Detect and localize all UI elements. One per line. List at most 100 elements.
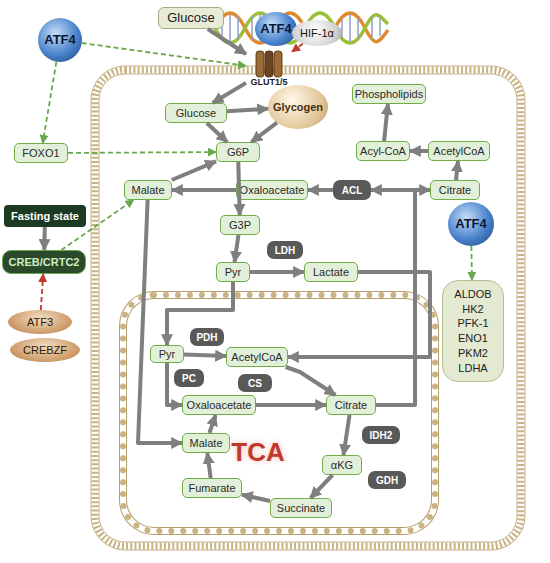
node-label: Phospholipids [355, 88, 424, 100]
regulator-oval: HIF-1α [292, 20, 342, 46]
flux-arrow [286, 367, 336, 395]
regulation-arrow [41, 274, 43, 310]
flux-arrow [288, 272, 430, 357]
dna-helix [215, 13, 388, 43]
regulator-box: FOXO1 [14, 143, 68, 163]
regulator-circle: ATF4 [38, 18, 82, 62]
node-label: CREB/CRTC2 [9, 256, 80, 268]
flux-arrow [311, 475, 333, 498]
node-label: Malate [131, 184, 164, 196]
flux-arrow [207, 453, 210, 478]
metabolite-box: Glucose [158, 7, 224, 29]
dna-rungs [222, 14, 380, 42]
node-label: FOXO1 [22, 147, 59, 159]
node-label: ATF4 [44, 33, 76, 47]
enzyme-box: PDH [190, 328, 224, 346]
metabolite-box: AcetylCoA [428, 141, 490, 161]
flux-arrow [42, 227, 47, 250]
node-label: G3P [229, 219, 251, 231]
node-label: PC [182, 373, 196, 384]
node-label: Citrate [439, 184, 471, 196]
node-label: CREBZF [23, 344, 67, 356]
flux-arrow [209, 415, 215, 433]
flux-arrow [308, 188, 333, 192]
metabolite-box: Fumarate [182, 478, 242, 498]
regulator-oval: CREBZF [10, 338, 80, 362]
node-label: Pyr [159, 348, 176, 360]
metabolite-box: Glucose [165, 103, 227, 123]
flux-arrow [256, 403, 326, 407]
dna-strand [215, 13, 388, 43]
node-label: Citrate [335, 399, 367, 411]
transporter-subunit [274, 51, 282, 77]
flux-arrow [242, 495, 270, 501]
metabolite-box: Malate [124, 180, 172, 200]
flux-arrow [138, 200, 182, 443]
flux-arrow [410, 149, 428, 153]
flux-arrow [213, 83, 246, 103]
node-label: CS [248, 378, 262, 389]
metabolite-box: AcetylCoA [226, 347, 288, 367]
node-label: Fasting state [11, 210, 79, 222]
metabolite-box: Lactate [304, 262, 358, 282]
node-label: Glycogen [273, 101, 323, 113]
flux-arrow [344, 415, 350, 455]
node-label: G6P [227, 146, 249, 158]
metabolite-box: G3P [220, 215, 260, 235]
node-label: αKG [331, 459, 353, 471]
cell-membrane-outer-line [91, 66, 525, 550]
regulator-box: CREB/CRTC2 [2, 250, 86, 274]
node-label: AcetylCoA [231, 351, 282, 363]
metabolite-box: G6P [216, 142, 260, 162]
node-label: LDHA [458, 362, 487, 374]
flux-arrow [184, 355, 226, 356]
flux-arrow [251, 123, 277, 142]
enzyme-box: PC [174, 369, 204, 387]
node-label: AcetylCoA [433, 145, 484, 157]
transporter-symbol [246, 50, 292, 78]
flux-arrow [371, 188, 430, 192]
flux-arrow [172, 161, 216, 180]
node-label: PFK-1 [457, 317, 488, 329]
node-label: Pyr [225, 266, 242, 278]
metabolite-box: Citrate [326, 395, 376, 415]
node-label: Glucose [167, 11, 215, 25]
section-title: TCA [218, 438, 298, 467]
metabolite-box: Oxaloacetate [182, 395, 256, 415]
enzyme-box: CS [238, 374, 272, 392]
activation-arrow [82, 43, 246, 66]
enzyme-box: ACL [333, 180, 371, 200]
cell-membrane [95, 70, 521, 546]
gene-list-box: ALDOBHK2PFK-1ENO1PKM2LDHA [442, 280, 504, 382]
metabolite-box: Citrate [430, 180, 480, 200]
metabolite-box: Malate [182, 433, 230, 453]
flux-arrow [250, 270, 304, 274]
activation-arrow [470, 246, 472, 280]
metabolite-box: αKG [322, 455, 362, 475]
transporter-subunit [265, 51, 273, 77]
enzyme-box: LDH [267, 241, 303, 259]
flux-arrow [384, 104, 388, 141]
enzyme-box: GDH [368, 471, 406, 489]
node-label: Glucose [176, 107, 216, 119]
regulation-arrow [292, 44, 303, 52]
flux-arrow [207, 123, 227, 142]
node-label: Oxaloacetate [187, 399, 252, 411]
node-label: IDH2 [370, 430, 393, 441]
flux-arrow [235, 235, 239, 262]
metabolite-box: Succinate [270, 498, 332, 518]
flux-arrow [208, 29, 246, 54]
metabolite-box: Phospholipids [352, 84, 426, 104]
activation-arrow [68, 151, 216, 154]
flux-arrow [172, 188, 236, 192]
transporter-subunit [256, 51, 264, 77]
node-label: Malate [189, 437, 222, 449]
node-label: HK2 [462, 303, 483, 315]
dna-strand [215, 13, 388, 43]
node-label: GDH [376, 475, 398, 486]
node-label: Lactate [313, 266, 349, 278]
node-label: LDH [275, 245, 296, 256]
node-label: Acyl-CoA [360, 145, 406, 157]
node-label: Oxaloacetate [240, 184, 305, 196]
